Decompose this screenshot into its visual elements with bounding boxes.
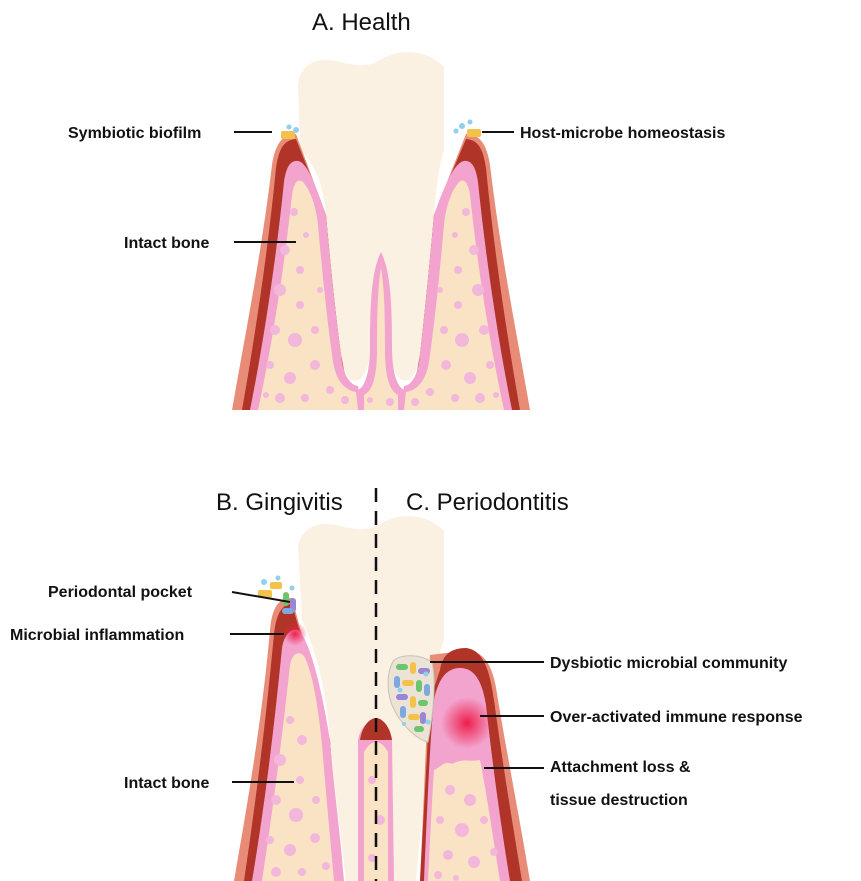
label-intact-bone-health: Intact bone	[124, 235, 209, 252]
periodontitis-title: C. Periodontitis	[406, 489, 569, 516]
health-biofilm-right	[454, 120, 482, 138]
label-intact-bone-gingivitis: Intact bone	[124, 775, 209, 792]
disease-panel: B. Gingivitis C. Periodontitis	[10, 488, 803, 881]
label-symbiotic-biofilm: Symbiotic biofilm	[68, 125, 201, 142]
periodontitis-inflammation	[441, 697, 493, 749]
label-microbial-inflammation: Microbial inflammation	[10, 627, 184, 644]
gingivitis-inflammation	[283, 622, 307, 646]
label-attachment-loss-2: tissue destruction	[550, 792, 688, 809]
label-host-microbe: Host-microbe homeostasis	[520, 125, 725, 142]
health-title: A. Health	[312, 9, 411, 36]
label-over-activated: Over-activated immune response	[550, 709, 803, 726]
gingivitis-title: B. Gingivitis	[216, 489, 343, 516]
health-panel: A. Health	[68, 9, 725, 410]
label-attachment-loss-1: Attachment loss &	[550, 759, 691, 776]
label-periodontal-pocket: Periodontal pocket	[48, 584, 193, 601]
label-dysbiotic: Dysbiotic microbial community	[550, 655, 787, 672]
